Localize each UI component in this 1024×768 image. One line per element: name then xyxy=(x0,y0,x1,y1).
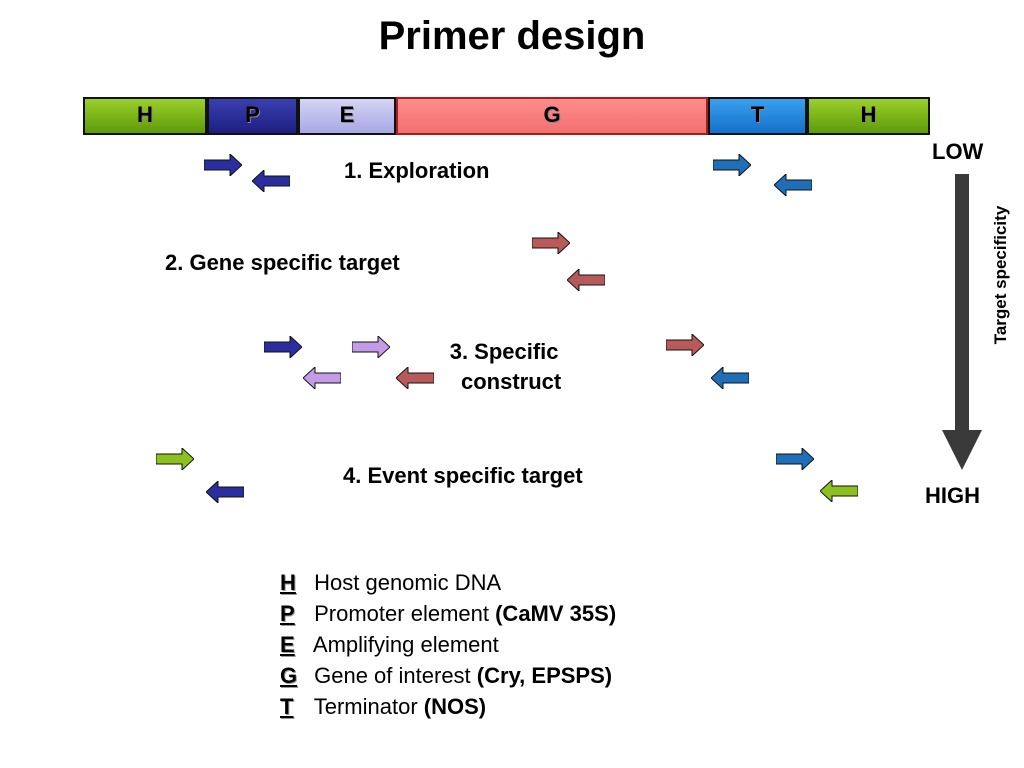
legend-item-gene: G Gene of interest (Cry, EPSPS) xyxy=(280,660,616,691)
primer-forward-gene-icon xyxy=(666,334,704,356)
legend-note: (Cry, EPSPS) xyxy=(476,663,613,688)
primer-forward-terminator-icon xyxy=(713,154,751,176)
step-specific-construct-line1: 3. Specific xyxy=(449,339,559,364)
primer-forward-amplifier-icon xyxy=(352,336,390,358)
step-event-specific-label: 4. Event specific target xyxy=(343,463,583,488)
legend-item-amplifying: E Amplifying element xyxy=(280,629,616,660)
step-specific-construct-line2: construct xyxy=(461,369,562,394)
primer-reverse-promoter-icon xyxy=(206,481,244,503)
legend-key: G xyxy=(280,663,298,688)
primer-reverse-gene-icon xyxy=(396,367,434,389)
segment-host-right: H xyxy=(807,97,930,135)
legend-text: Gene of interest xyxy=(314,663,471,688)
primer-forward-terminator-icon xyxy=(776,448,814,470)
segment-terminator: T xyxy=(708,97,807,135)
primer-reverse-host-icon xyxy=(820,480,858,502)
legend-item-promoter: P Promoter element (CaMV 35S) xyxy=(280,598,616,629)
legend-key: H xyxy=(280,570,296,595)
legend-text: Host genomic DNA xyxy=(314,570,502,595)
primer-forward-host-icon xyxy=(156,448,194,470)
specificity-down-arrow-icon xyxy=(942,174,982,470)
specificity-high-label: HIGH xyxy=(925,483,980,508)
primer-forward-promoter-icon xyxy=(204,154,242,176)
legend-note: (NOS) xyxy=(423,694,487,719)
primer-reverse-amplifier-icon xyxy=(303,367,341,389)
legend-text: Terminator xyxy=(313,694,418,719)
legend-item-terminator: T Terminator (NOS) xyxy=(280,691,616,722)
legend-item-host: H Host genomic DNA xyxy=(280,567,616,598)
step-gene-specific-label: 2. Gene specific target xyxy=(165,250,400,275)
segment-amplifying-element: E xyxy=(298,97,396,135)
primer-reverse-terminator-icon xyxy=(774,174,812,196)
segment-gene-of-interest: G xyxy=(396,97,708,135)
primer-forward-promoter-icon xyxy=(264,336,302,358)
primer-reverse-gene-icon xyxy=(567,269,605,291)
legend-key: E xyxy=(280,632,295,657)
segment-promoter: P xyxy=(207,97,298,135)
specificity-low-label: LOW xyxy=(932,139,984,164)
step-specific-construct-label: 3. Specific construct xyxy=(447,337,562,397)
primer-reverse-terminator-icon xyxy=(711,367,749,389)
page-title: Primer design xyxy=(378,14,646,58)
segment-host-left: H xyxy=(83,97,207,135)
step-exploration-label: 1. Exploration xyxy=(344,158,490,183)
target-specificity-axis-label: Target specificity xyxy=(991,205,1010,345)
legend-key: T xyxy=(280,694,294,719)
legend-note: (CaMV 35S) xyxy=(495,601,617,626)
legend: H Host genomic DNA P Promoter element (C… xyxy=(280,567,616,722)
legend-key: P xyxy=(280,601,295,626)
legend-text: Promoter element xyxy=(314,601,489,626)
primer-forward-gene-icon xyxy=(532,232,570,254)
legend-text: Amplifying element xyxy=(312,632,499,657)
primer-reverse-promoter-icon xyxy=(252,170,290,192)
